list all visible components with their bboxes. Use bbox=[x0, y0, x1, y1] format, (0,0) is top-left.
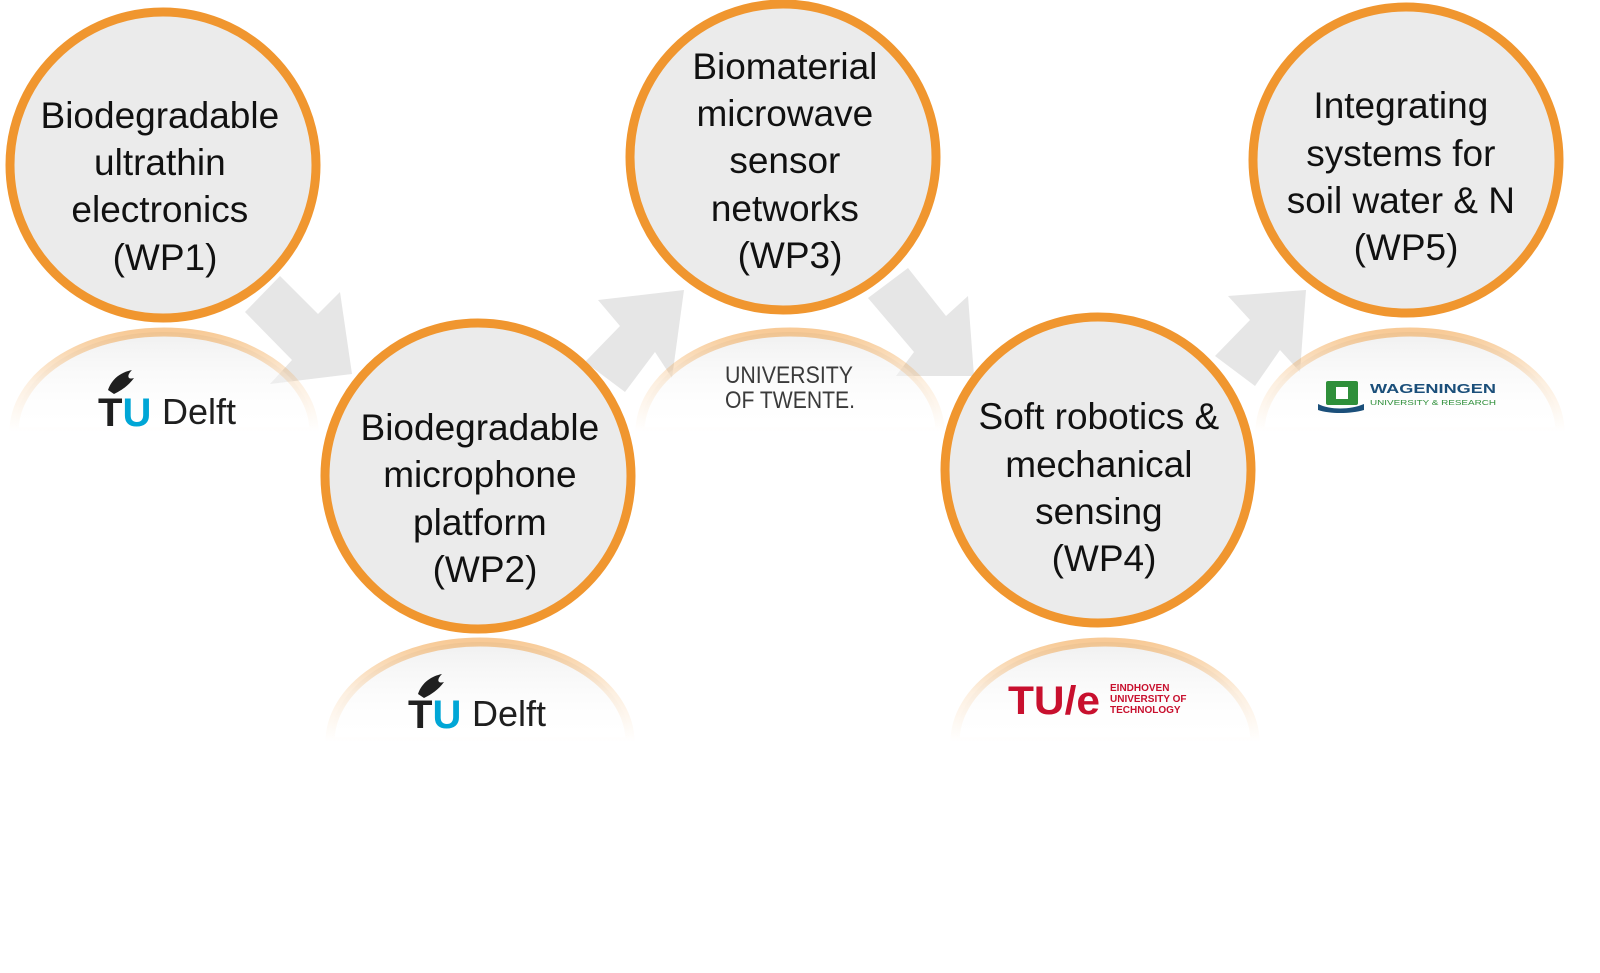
tudelft-logo-delft: Delft bbox=[472, 693, 546, 734]
node-line: soil water & N bbox=[1287, 180, 1515, 221]
node-wp4: Soft robotics & mechanical sensing (WP4) bbox=[940, 312, 1256, 628]
node-line: Biodegradable bbox=[361, 407, 600, 448]
arrow-wp2-to-wp3 bbox=[585, 290, 684, 392]
tudelft-flame-icon bbox=[418, 674, 444, 698]
tudelft-logo-tu: TU bbox=[98, 391, 151, 435]
tue-logo-line3: TECHNOLOGY bbox=[1110, 705, 1181, 716]
wur-logo-name: WAGENINGEN bbox=[1370, 381, 1496, 396]
reflection-wp4 bbox=[950, 637, 1260, 747]
tudelft-logo-delft: Delft bbox=[162, 391, 236, 432]
node-line: systems for bbox=[1306, 133, 1495, 174]
reflection-wp3 bbox=[635, 327, 945, 437]
reflection-wp5 bbox=[1255, 327, 1565, 437]
node-line: microwave bbox=[696, 93, 873, 134]
node-line: platform bbox=[413, 502, 547, 543]
node-line: networks bbox=[711, 188, 859, 229]
node-line: Soft robotics & bbox=[979, 396, 1220, 437]
reflection-wp1 bbox=[9, 327, 319, 437]
circle-reflections bbox=[9, 327, 1565, 747]
wur-logo-sub: UNIVERSITY & RESEARCH bbox=[1370, 400, 1496, 407]
node-line: ultrathin bbox=[94, 142, 226, 183]
node-label-wp3: Biomaterial microwave sensor networks (W… bbox=[692, 46, 887, 276]
tue-logo: TU/e EINDHOVEN UNIVERSITY OF TECHNOLOGY bbox=[1008, 679, 1187, 723]
node-label-wp5: Integrating systems for soil water & N (… bbox=[1287, 85, 1526, 268]
tudelft-logo: TU Delft bbox=[98, 370, 236, 435]
tue-logo-line1: EINDHOVEN bbox=[1110, 683, 1169, 694]
node-line: sensing bbox=[1035, 491, 1163, 532]
node-line: microphone bbox=[383, 454, 576, 495]
wur-logo: WAGENINGEN UNIVERSITY & RESEARCH bbox=[1318, 381, 1496, 413]
node-wp1: Biodegradable ultrathin electronics (WP1… bbox=[5, 7, 321, 323]
node-line: (WP4) bbox=[1052, 538, 1157, 579]
workpackage-nodes: Biodegradable ultrathin electronics (WP1… bbox=[5, 0, 1564, 634]
wur-emblem-icon bbox=[1318, 381, 1364, 413]
node-line: (WP1) bbox=[113, 237, 218, 278]
node-label-wp1: Biodegradable ultrathin electronics (WP1… bbox=[41, 95, 290, 278]
node-line: mechanical bbox=[1005, 444, 1192, 485]
arrow-wp1-to-wp2 bbox=[245, 276, 352, 384]
node-wp5: Integrating systems for soil water & N (… bbox=[1248, 2, 1564, 318]
node-circle-wp1 bbox=[5, 7, 321, 323]
node-line: Integrating bbox=[1313, 85, 1488, 126]
node-wp2: Biodegradable microphone platform (WP2) bbox=[320, 318, 636, 634]
node-line: (WP5) bbox=[1354, 227, 1459, 268]
node-line: (WP3) bbox=[738, 235, 843, 276]
tue-logo-mark: TU/e bbox=[1008, 679, 1100, 723]
tudelft-logo: TU Delft bbox=[408, 674, 546, 737]
connector-arrows bbox=[245, 268, 1306, 392]
node-circle-wp4 bbox=[940, 312, 1256, 628]
node-label-wp2: Biodegradable microphone platform (WP2) bbox=[361, 407, 610, 590]
arrow-wp3-to-wp4 bbox=[868, 268, 974, 376]
node-circle-wp3 bbox=[625, 0, 941, 315]
utwente-logo: UNIVERSITY OF TWENTE. bbox=[725, 362, 855, 414]
node-circle-wp5 bbox=[1248, 2, 1564, 318]
arrow-wp4-to-wp5 bbox=[1215, 290, 1306, 386]
node-line: Biodegradable bbox=[41, 95, 280, 136]
node-wp3: Biomaterial microwave sensor networks (W… bbox=[625, 0, 941, 315]
node-label-wp4: Soft robotics & mechanical sensing (WP4) bbox=[979, 396, 1230, 579]
tudelft-logo-tu: TU bbox=[408, 693, 461, 737]
node-line: Biomaterial bbox=[692, 46, 877, 87]
institution-logos: TU Delft TU Delft UNIVERSITY OF TWENTE. … bbox=[98, 362, 1496, 737]
utwente-logo-line2: OF TWENTE. bbox=[725, 387, 855, 414]
tudelft-flame-icon bbox=[108, 370, 134, 394]
node-line: (WP2) bbox=[433, 549, 538, 590]
reflection-wp2 bbox=[325, 637, 635, 747]
utwente-logo-line1: UNIVERSITY bbox=[725, 362, 853, 389]
tue-logo-line2: UNIVERSITY OF bbox=[1110, 694, 1187, 705]
node-line: electronics bbox=[71, 189, 248, 230]
node-circle-wp2 bbox=[320, 318, 636, 634]
node-line: sensor bbox=[729, 140, 840, 181]
